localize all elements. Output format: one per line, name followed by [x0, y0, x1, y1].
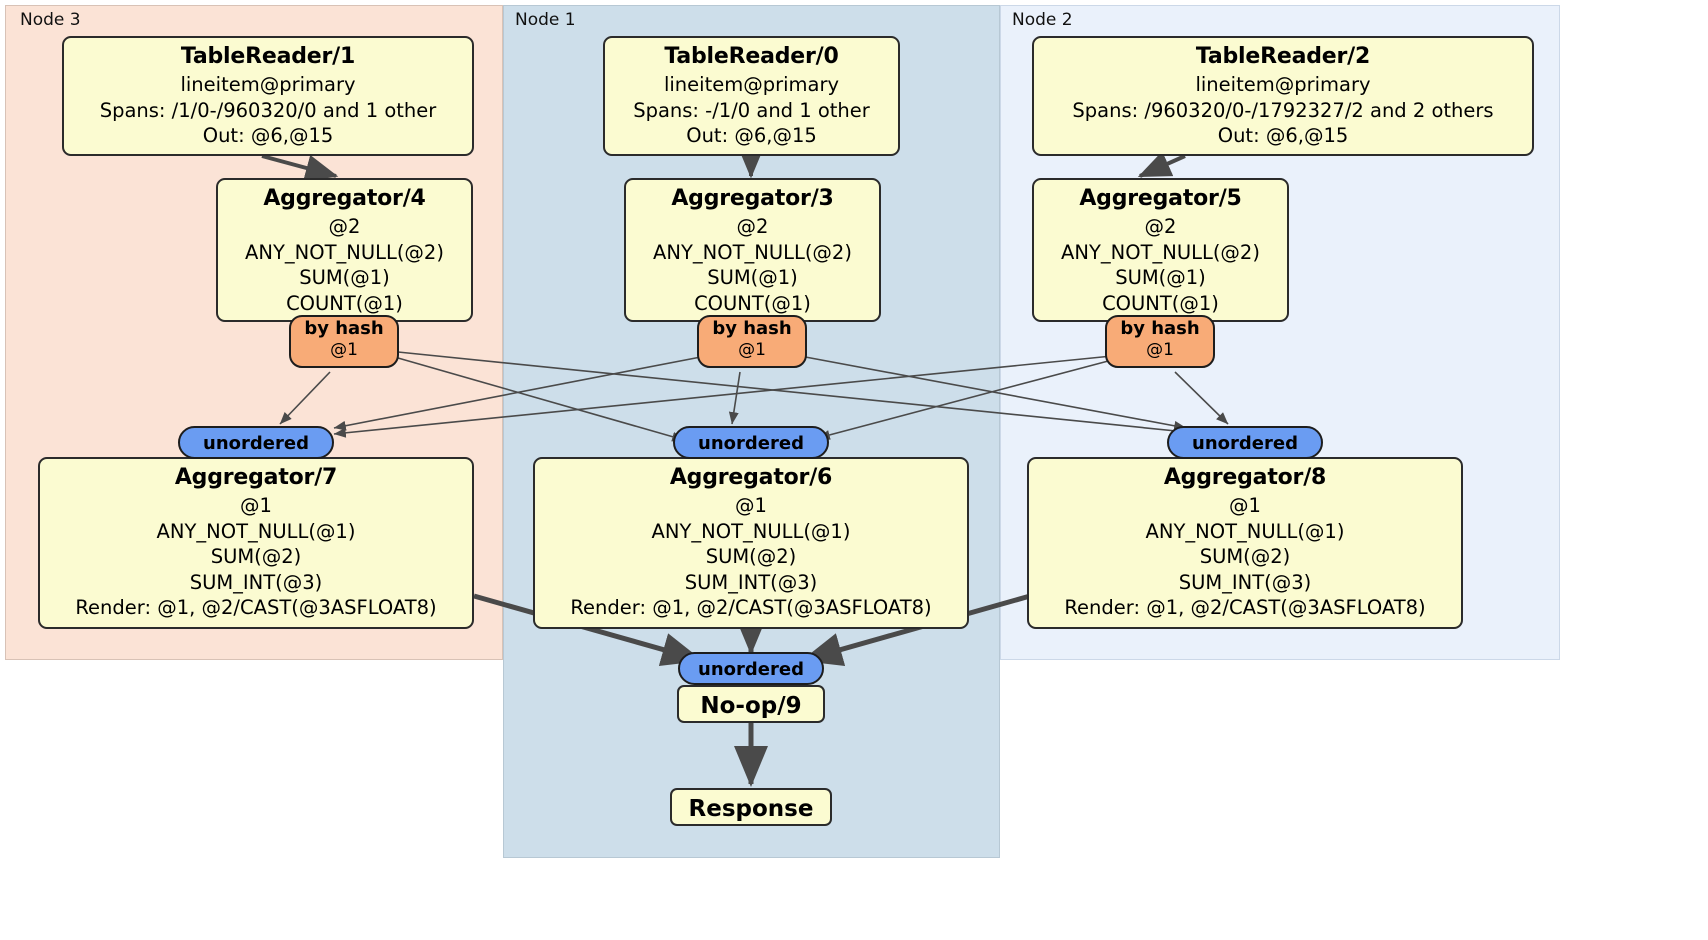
processor-aggregator-5[interactable]: Aggregator/5 @2 ANY_NOT_NULL(@2) SUM(@1)…	[1032, 178, 1289, 322]
processor-title: Aggregator/7	[174, 465, 338, 490]
synchronizer-unordered-final[interactable]: unordered	[678, 652, 824, 685]
processor-detail-groupby: @1	[735, 494, 767, 517]
hash-router-kind: by hash	[304, 318, 384, 339]
processor-detail-agg-2: SUM(@2)	[1199, 545, 1291, 568]
processor-title: Aggregator/6	[669, 465, 833, 490]
edge-tr2-agg5	[1137, 151, 1186, 178]
region-label-node-1: Node 1	[515, 10, 576, 30]
edge-hash5-unordered-center	[817, 359, 1113, 440]
processor-aggregator-3[interactable]: Aggregator/3 @2 ANY_NOT_NULL(@2) SUM(@1)…	[624, 178, 881, 322]
processor-detail-render: Render: @1, @2/CAST(@3ASFLOAT8)	[1064, 596, 1426, 619]
synchronizer-label: unordered	[698, 659, 804, 680]
processor-detail-agg-2: SUM(@2)	[705, 545, 797, 568]
edge-hash5-unordered-right	[1174, 371, 1229, 425]
processor-detail-spans: Spans: /1/0-/960320/0 and 1 other	[99, 98, 437, 122]
processor-detail-agg-2: SUM(@1)	[1115, 266, 1206, 289]
processor-detail-spans: Spans: -/1/0 and 1 other	[633, 98, 870, 122]
processor-title: Aggregator/8	[1163, 465, 1327, 490]
processor-detail-agg-1: ANY_NOT_NULL(@2)	[1061, 240, 1260, 264]
processor-aggregator-7[interactable]: Aggregator/7 @1 ANY_NOT_NULL(@1) SUM(@2)…	[38, 457, 474, 629]
processor-detail-agg-3: SUM_INT(@3)	[684, 570, 818, 594]
processor-detail-out: Out: @6,@15	[202, 124, 334, 147]
processor-detail-agg-2: SUM(@1)	[707, 266, 798, 289]
processor-title: Response	[688, 796, 814, 822]
synchronizer-unordered-left[interactable]: unordered	[178, 426, 334, 459]
processor-detail-agg-1: ANY_NOT_NULL(@2)	[653, 240, 852, 264]
processor-detail-spans: Spans: /960320/0-/1792327/2 and 2 others	[1072, 98, 1494, 122]
processor-detail-render: Render: @1, @2/CAST(@3ASFLOAT8)	[75, 596, 437, 619]
processor-detail-groupby: @1	[240, 494, 272, 517]
hash-router-column: @1	[330, 340, 358, 360]
processor-tablereader-0[interactable]: TableReader/0 lineitem@primary Spans: -/…	[603, 36, 900, 156]
processor-detail-agg-1: ANY_NOT_NULL(@1)	[156, 519, 356, 543]
synchronizer-unordered-right[interactable]: unordered	[1167, 426, 1323, 459]
processor-detail-agg-1: ANY_NOT_NULL(@1)	[651, 519, 851, 543]
synchronizer-unordered-center[interactable]: unordered	[673, 426, 829, 459]
processor-title: Aggregator/4	[263, 186, 426, 211]
processor-title: Aggregator/3	[671, 186, 834, 211]
edge-hash4-unordered-center	[397, 357, 685, 442]
processor-detail-groupby: @2	[328, 215, 361, 238]
processor-title: TableReader/1	[180, 44, 356, 69]
processor-detail-table: lineitem@primary	[663, 73, 840, 96]
processor-response[interactable]: Response	[670, 788, 832, 826]
processor-detail-agg-3: SUM_INT(@3)	[1178, 570, 1312, 594]
synchronizer-label: unordered	[203, 433, 309, 454]
processor-detail-groupby: @2	[736, 215, 769, 238]
hash-router-aggregator-3[interactable]: by hash @1	[697, 315, 807, 368]
processor-detail-agg-3: COUNT(@1)	[1102, 291, 1219, 315]
edge-hash3-unordered-center	[728, 371, 741, 425]
processor-aggregator-8[interactable]: Aggregator/8 @1 ANY_NOT_NULL(@1) SUM(@2)…	[1027, 457, 1463, 629]
processor-title: No-op/9	[700, 693, 802, 719]
processor-aggregator-4[interactable]: Aggregator/4 @2 ANY_NOT_NULL(@2) SUM(@1)…	[216, 178, 473, 322]
processor-detail-agg-1: ANY_NOT_NULL(@2)	[245, 240, 444, 264]
processor-detail-agg-2: SUM(@2)	[210, 545, 302, 568]
hash-router-aggregator-5[interactable]: by hash @1	[1105, 315, 1215, 368]
processor-detail-groupby: @2	[1144, 215, 1177, 238]
processor-detail-render: Render: @1, @2/CAST(@3ASFLOAT8)	[570, 596, 932, 619]
processor-aggregator-6[interactable]: Aggregator/6 @1 ANY_NOT_NULL(@1) SUM(@2)…	[533, 457, 969, 629]
processor-detail-agg-3: COUNT(@1)	[694, 291, 811, 315]
edge-hash4-unordered-left	[279, 371, 331, 425]
edge-hash4-unordered-right	[397, 351, 1187, 436]
hash-router-kind: by hash	[712, 318, 792, 339]
processor-noop-9[interactable]: No-op/9	[677, 685, 825, 723]
processor-title: Aggregator/5	[1079, 186, 1242, 211]
processor-detail-agg-3: COUNT(@1)	[286, 291, 403, 315]
hash-router-column: @1	[1146, 340, 1174, 360]
region-label-node-3: Node 3	[20, 10, 81, 30]
hash-router-aggregator-4[interactable]: by hash @1	[289, 315, 399, 368]
hash-router-column: @1	[738, 340, 766, 360]
edge-tr1-agg4	[261, 154, 339, 182]
processor-title: TableReader/0	[664, 44, 839, 69]
processor-detail-groupby: @1	[1229, 494, 1261, 517]
processor-detail-table: lineitem@primary	[180, 73, 356, 96]
processor-title: TableReader/2	[1195, 44, 1371, 69]
processor-detail-table: lineitem@primary	[1195, 73, 1371, 96]
synchronizer-label: unordered	[698, 433, 804, 454]
processor-tablereader-2[interactable]: TableReader/2 lineitem@primary Spans: /9…	[1032, 36, 1534, 156]
region-label-node-2: Node 2	[1012, 10, 1073, 30]
processor-detail-agg-2: SUM(@1)	[299, 266, 390, 289]
edge-hash3-unordered-left	[333, 355, 707, 431]
processor-detail-out: Out: @6,@15	[1217, 124, 1349, 147]
edge-hash5-unordered-left	[333, 355, 1113, 438]
processor-detail-agg-1: ANY_NOT_NULL(@1)	[1145, 519, 1345, 543]
processor-tablereader-1[interactable]: TableReader/1 lineitem@primary Spans: /1…	[62, 36, 474, 156]
processor-detail-out: Out: @6,@15	[686, 124, 817, 147]
synchronizer-label: unordered	[1192, 433, 1298, 454]
processor-detail-agg-3: SUM_INT(@3)	[189, 570, 323, 594]
hash-router-kind: by hash	[1120, 318, 1200, 339]
